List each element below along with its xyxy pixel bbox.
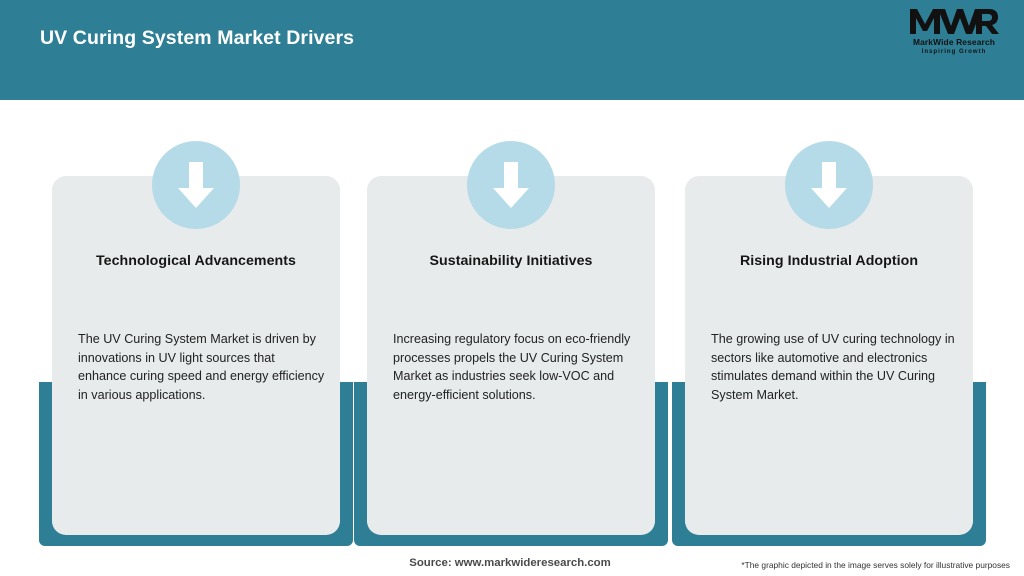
card-body-text: Increasing regulatory focus on eco-frien… — [393, 332, 631, 402]
down-arrow-icon — [178, 162, 214, 208]
card-body-text: The growing use of UV curing technology … — [711, 332, 955, 402]
card-icon-circle — [785, 141, 873, 229]
card-title: Technological Advancements — [96, 253, 296, 269]
source-attribution: Source: www.markwideresearch.com — [409, 557, 611, 569]
card-panel — [367, 176, 655, 535]
logo-tagline: Inspiring Growth — [921, 48, 987, 55]
card-panel — [685, 176, 973, 535]
driver-card-2: Sustainability Initiatives Increasing re… — [354, 0, 668, 576]
card-title: Rising Industrial Adoption — [739, 253, 919, 269]
brand-logo: MarkWide Research Inspiring Growth — [902, 6, 1006, 64]
page-title: UV Curing System Market Drivers — [40, 27, 355, 49]
card-body-text: The UV Curing System Market is driven by… — [78, 332, 325, 402]
header-bar: UV Curing System Market Drivers MarkWide… — [0, 0, 1024, 100]
card-icon-circle — [467, 141, 555, 229]
mwr-logo-icon — [910, 9, 999, 34]
logo-company-name: MarkWide Research — [912, 37, 996, 47]
down-arrow-icon — [493, 162, 529, 208]
down-arrow-icon — [811, 162, 847, 208]
driver-card-3: Rising Industrial Adoption The growing u… — [672, 0, 986, 576]
disclaimer-note: *The graphic depicted in the image serve… — [741, 560, 1010, 570]
card-title: Sustainability Initiatives — [429, 253, 593, 269]
driver-card-1: Technological Advancements The UV Curing… — [39, 0, 353, 576]
card-icon-circle — [152, 141, 240, 229]
card-panel — [52, 176, 340, 535]
